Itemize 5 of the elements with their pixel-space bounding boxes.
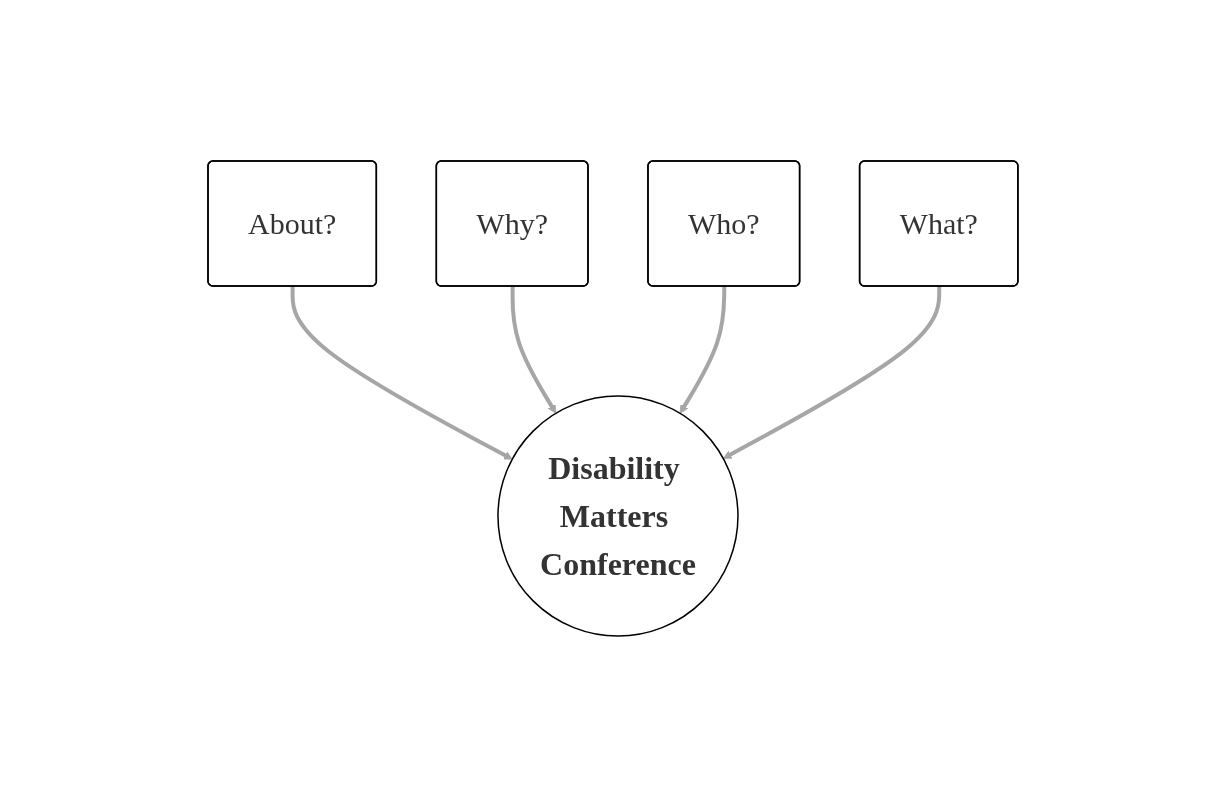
arrow <box>722 285 941 459</box>
arrow <box>290 286 513 460</box>
arrow <box>510 286 556 414</box>
arrow <box>679 285 726 414</box>
node-circle: Disability Matters Conference <box>496 394 739 637</box>
